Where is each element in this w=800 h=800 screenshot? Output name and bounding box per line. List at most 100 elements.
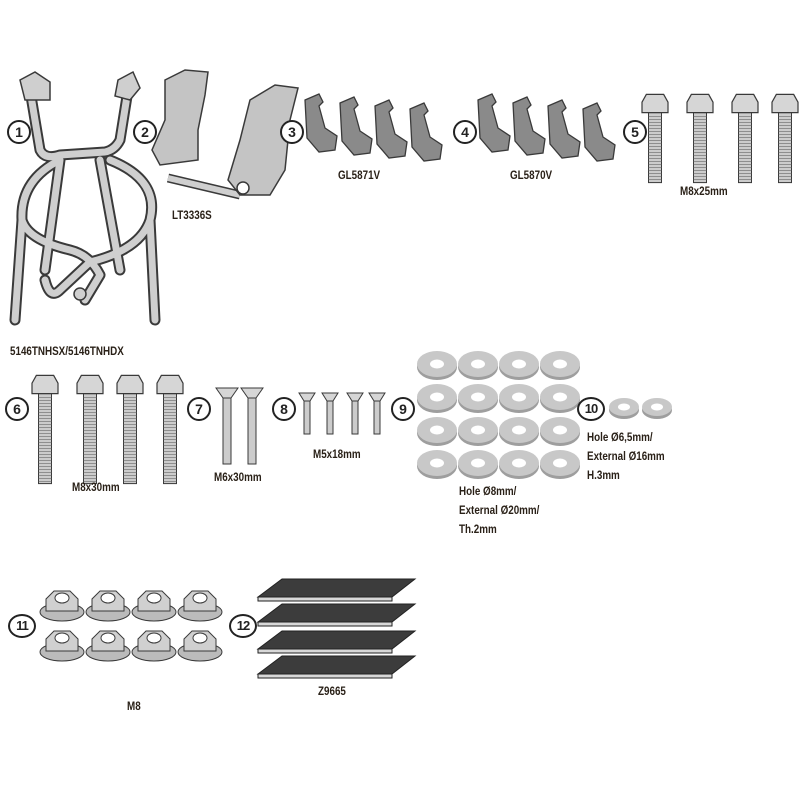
bolt-M6x30 xyxy=(240,387,264,465)
nuts xyxy=(39,590,223,662)
label-2: LT3336S xyxy=(172,208,212,222)
bolt-M8x30 xyxy=(116,374,144,485)
bolt-M5x18 xyxy=(346,392,364,435)
pad-edge xyxy=(257,673,393,679)
bolt-M8x30 xyxy=(76,374,104,485)
bolt-shank xyxy=(778,112,792,184)
item-number-10: 10 xyxy=(577,397,605,421)
item-number-6: 6 xyxy=(5,397,29,421)
washer-hole xyxy=(512,458,526,468)
bolt-M8x30 xyxy=(31,374,59,485)
clip-bracket xyxy=(582,102,616,162)
bolt-shank xyxy=(648,112,662,184)
countersunk-head xyxy=(215,387,239,399)
item-number-11: 11 xyxy=(8,614,36,638)
bolt-shank xyxy=(351,399,359,435)
bolt-head xyxy=(31,374,59,395)
washer-hole xyxy=(471,458,485,468)
frame-mount-plates xyxy=(19,70,141,301)
countersunk-head xyxy=(298,392,316,402)
clip-bracket xyxy=(374,99,408,159)
label-11: M8 xyxy=(127,699,141,713)
bolt-shank xyxy=(38,393,52,485)
label-5: M8x25mm xyxy=(680,184,728,198)
nut-hole xyxy=(54,592,70,604)
item-number-2: 2 xyxy=(133,120,157,144)
washers xyxy=(417,351,672,479)
nut-hole xyxy=(100,592,116,604)
bolt-M5x18 xyxy=(368,392,386,435)
clip-bracket xyxy=(409,102,443,162)
bolt-shank xyxy=(303,399,311,435)
countersunk-head xyxy=(240,387,264,399)
label-9-line: External Ø20mm/ xyxy=(459,503,540,517)
bolt-head xyxy=(686,93,714,114)
pad-edge xyxy=(257,596,393,602)
nut-hole xyxy=(54,632,70,644)
label-7: M6x30mm xyxy=(214,470,262,484)
bolt-head xyxy=(116,374,144,395)
washer-hole xyxy=(471,392,485,402)
item-number-4: 4 xyxy=(453,120,477,144)
bolt-head xyxy=(76,374,104,395)
clip-bracket xyxy=(547,99,581,159)
bolt-head xyxy=(641,93,669,114)
label-8: M5x18mm xyxy=(313,447,361,461)
label-9: Hole Ø8mm/ External Ø20mm/ Th.2mm xyxy=(459,482,539,539)
bolt-shank xyxy=(163,393,177,485)
washer-hole xyxy=(512,425,526,435)
nut-hole xyxy=(100,632,116,644)
bolt-M8x25 xyxy=(731,93,759,184)
clip-bracket xyxy=(339,96,373,156)
washer-hole xyxy=(651,403,663,411)
adhesive-pad xyxy=(256,630,417,650)
countersunk-head xyxy=(321,392,339,402)
bolt-shank xyxy=(83,393,97,485)
clip-bracket xyxy=(512,96,546,156)
bolt-head xyxy=(771,93,799,114)
washer-hole xyxy=(471,425,485,435)
bolt-head xyxy=(156,374,184,395)
adhesive-pad xyxy=(256,603,417,623)
bolt-M8x25 xyxy=(641,93,669,184)
item-number-1: 1 xyxy=(7,120,31,144)
nut-hole xyxy=(146,592,162,604)
pad-edge xyxy=(257,648,393,654)
bolt-M8x30 xyxy=(156,374,184,485)
label-3: GL5871V xyxy=(338,168,381,182)
bolt-M6x30 xyxy=(215,387,239,465)
washer-hole xyxy=(430,359,444,369)
label-9-line: Hole Ø8mm/ xyxy=(459,484,517,498)
pad-edge xyxy=(257,621,393,627)
item-number-8: 8 xyxy=(272,397,296,421)
washer-hole xyxy=(553,359,567,369)
bolt-shank xyxy=(738,112,752,184)
bolt-head xyxy=(731,93,759,114)
bolt-M8x25 xyxy=(686,93,714,184)
bolt-shank xyxy=(693,112,707,184)
washer-hole xyxy=(553,425,567,435)
bolts xyxy=(31,93,799,485)
bolt-shank xyxy=(247,395,257,465)
item-number-3: 3 xyxy=(280,120,304,144)
bolt-shank xyxy=(326,399,334,435)
item-number-12: 12 xyxy=(229,614,257,638)
item-number-7: 7 xyxy=(187,397,211,421)
nut-hole xyxy=(192,592,208,604)
nut-hole xyxy=(146,632,162,644)
clip-bracket xyxy=(477,93,511,153)
label-9-line: Th.2mm xyxy=(459,522,497,536)
washer-hole xyxy=(512,392,526,402)
label-4: GL5870V xyxy=(510,168,553,182)
washer-hole xyxy=(430,425,444,435)
washer-hole xyxy=(430,458,444,468)
bolt-M5x18 xyxy=(321,392,339,435)
washer-hole xyxy=(553,392,567,402)
item-number-5: 5 xyxy=(623,120,647,144)
label-10-line: H.3mm xyxy=(587,468,620,482)
label-6: M8x30mm xyxy=(72,480,120,494)
nut-hole xyxy=(192,632,208,644)
adhesive-pad xyxy=(256,578,417,598)
